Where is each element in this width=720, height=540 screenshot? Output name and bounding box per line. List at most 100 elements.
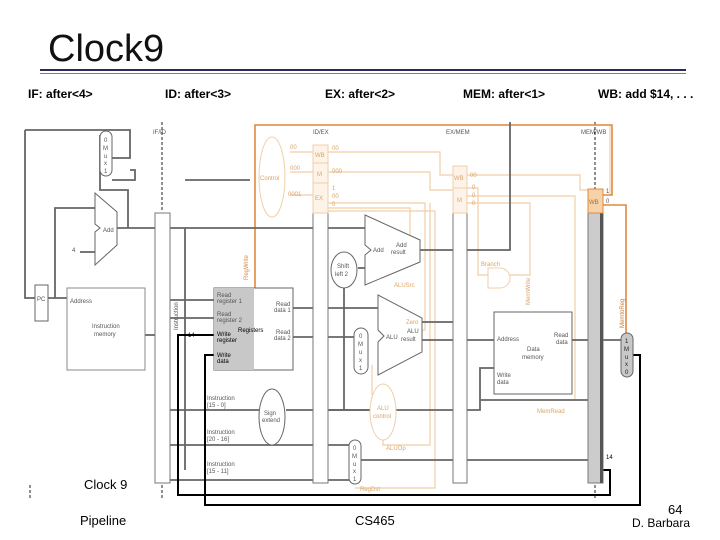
regdst-label: RegDst: [360, 487, 380, 493]
shift-label-2: left 2: [335, 272, 349, 278]
svg-text:x: x: [625, 362, 628, 368]
shift-label: Shift: [337, 264, 349, 270]
zero-label: Zero: [406, 320, 419, 326]
id-ex-wb: WB: [315, 153, 325, 159]
svg-text:data 1: data 1: [274, 308, 291, 314]
branch-label: Branch: [481, 262, 500, 268]
dmem-address-label: Address: [497, 337, 519, 343]
memread-label: MemRead: [537, 409, 565, 415]
clock-dividers: [29, 122, 596, 500]
svg-text:u: u: [104, 154, 107, 160]
imem-label-2: memory: [94, 332, 116, 338]
control-lines-active: [254, 124, 627, 333]
ex-mem-label: EX/MEM: [446, 130, 470, 136]
control-wb-bits: 00: [290, 145, 297, 151]
svg-text:Instruction: Instruction: [207, 430, 235, 436]
ex-out-2: 00: [332, 194, 339, 200]
id-ex-label: ID/EX: [313, 130, 329, 136]
branch-adder-label: Add: [373, 248, 384, 254]
svg-text:0: 0: [104, 138, 108, 144]
mem-m-out-2: 0: [472, 193, 476, 199]
title-underline: [40, 69, 686, 71]
ex-mem-wb: WB: [454, 176, 464, 182]
mem-wb-wb: WB: [589, 200, 599, 206]
write-register-number: 14: [188, 333, 195, 339]
dmem-label-2: memory: [522, 355, 544, 361]
svg-text:Write: Write: [217, 353, 232, 359]
svg-text:u: u: [625, 355, 628, 361]
dmem-read-data-label: Read: [554, 333, 568, 339]
id-ex-m: M: [317, 172, 322, 178]
svg-text:data: data: [217, 359, 229, 365]
id-ex-register: [312, 212, 329, 484]
svg-text:u: u: [353, 462, 356, 468]
alu-result-label-2: result: [401, 337, 416, 343]
mem-wb-edge: [600, 213, 603, 483]
author: D. Barbara: [632, 516, 691, 530]
alusrc-label: ALUSrc: [394, 283, 415, 289]
memwrite-label: MemWrite: [526, 277, 532, 305]
page-number: 64: [668, 502, 683, 517]
branch-and-gate: [487, 267, 511, 289]
footer-left: Pipeline: [80, 513, 127, 528]
dmem-write-data-label: Write: [497, 373, 512, 379]
ex-mem-m: M: [457, 198, 462, 204]
svg-text:M: M: [624, 347, 629, 353]
instruction-label: Instruction: [174, 302, 180, 330]
imem-address-label: Address: [70, 299, 92, 305]
svg-text:x: x: [359, 358, 362, 364]
alu: [377, 294, 423, 376]
mem-m-out-3: 0: [472, 201, 476, 207]
mem-m-out-1: 0: [472, 185, 476, 191]
svg-text:register 1: register 1: [217, 299, 243, 305]
memtoreg-label: MemtoReg: [620, 299, 626, 328]
ex-m-out: 000: [332, 169, 343, 175]
svg-text:[20 - 16]: [20 - 16]: [207, 437, 229, 443]
sign-extend: [258, 388, 286, 446]
stage-if-label: IF: after<4>: [28, 87, 93, 101]
pc-mux-letters: 0M ux1: [103, 138, 108, 175]
alu-label: ALU: [386, 335, 398, 341]
svg-text:1: 1: [625, 339, 629, 345]
shift-left-2: [330, 251, 358, 289]
svg-text:0: 0: [353, 446, 357, 452]
memtoreg-mux: [620, 332, 634, 378]
ex-out-3: 0: [332, 202, 336, 208]
dmem-label: Data: [527, 347, 540, 353]
pc-adder: [94, 191, 118, 267]
stage-ex-label: EX: after<2>: [325, 87, 396, 101]
if-id-label: IF/ID: [153, 130, 167, 136]
pc-label: PC: [37, 297, 46, 303]
writeback-wires: [177, 334, 641, 506]
instruction-memory: [66, 287, 146, 371]
memtoreg-mux-letters: 1M ux0: [624, 339, 629, 376]
svg-text:Read: Read: [276, 302, 290, 308]
svg-text:Instruction: Instruction: [207, 396, 235, 402]
dmem-write-data-label-2: data: [497, 380, 509, 386]
svg-text:1: 1: [104, 169, 108, 175]
if-id-register: [154, 212, 171, 484]
dmem-read-data-label-2: data: [556, 340, 568, 346]
regdst-mux-letters: 0M ux1: [352, 446, 357, 483]
ex-mem-control-fields: [452, 165, 468, 214]
svg-text:M: M: [358, 342, 363, 348]
alu-control: [369, 383, 397, 441]
pc-adder-label: Add: [103, 228, 114, 234]
pc-mux: [99, 130, 113, 177]
svg-text:1: 1: [353, 477, 357, 483]
wb-bit-1: 1: [606, 189, 610, 195]
id-ex-ex: EX: [315, 196, 323, 202]
data-memory: [493, 311, 573, 395]
svg-text:M: M: [352, 454, 357, 460]
register-file-write-highlight: [214, 288, 254, 370]
control-label: Control: [260, 176, 279, 182]
id-ex-control-fields: [312, 144, 329, 214]
add-result-label-2: result: [391, 250, 406, 256]
instruction-field-labels: Instruction[15 - 0] Instruction[20 - 16]…: [207, 396, 235, 475]
mem-wb-control-field: [587, 188, 604, 214]
sign-extend-label: Sign: [264, 411, 276, 417]
svg-text:1: 1: [359, 366, 363, 372]
stage-wb-label: WB: add $14, . . .: [598, 87, 694, 101]
control-unit: [258, 136, 286, 218]
